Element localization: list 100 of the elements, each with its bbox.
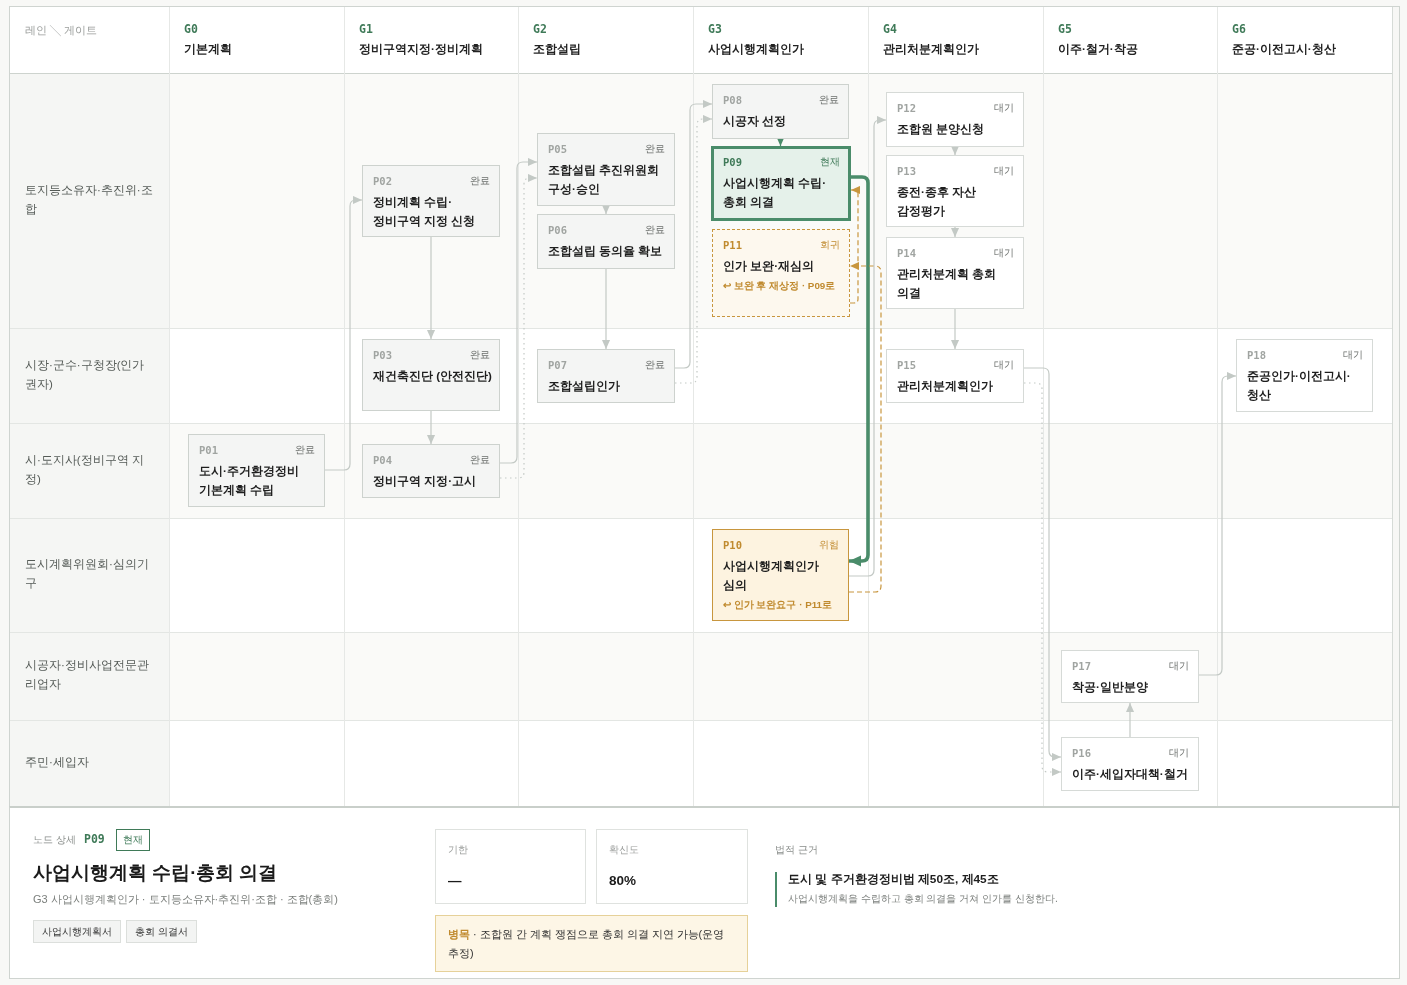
status-text: 완료 xyxy=(819,93,839,107)
arrow xyxy=(601,268,611,350)
document-tag: 사업시행계획서 xyxy=(33,920,121,943)
arrow xyxy=(776,137,785,147)
card-label: 기한 xyxy=(448,843,468,857)
step-title: 조합설립 동의율 확보 xyxy=(548,244,663,259)
detail-title: 사업시행계획 수립·총회 의결 xyxy=(33,861,278,885)
arrow xyxy=(849,175,870,567)
status-text: 대기 xyxy=(994,358,1014,372)
step-title: 종전·종후 자산 감정평가 xyxy=(897,185,978,219)
step-title: 시공자 선정 xyxy=(723,114,787,129)
arrow xyxy=(1198,371,1237,676)
status-text: 완료 xyxy=(645,358,665,372)
lane-label: 도시계획위원회·심의기구 xyxy=(25,557,150,591)
step-id: P13 xyxy=(897,164,916,179)
process-box xyxy=(537,214,675,269)
status-text: 대기 xyxy=(1343,348,1363,362)
step-title: 인가 보완·재심의 xyxy=(723,259,815,274)
gate-title: 이주·철거·착공 xyxy=(1058,42,1138,57)
status-text: 완료 xyxy=(470,348,490,362)
lane-label: 주민·세입자 xyxy=(25,755,90,770)
gate-title: 조합설립 xyxy=(533,42,581,57)
step-id: P05 xyxy=(548,142,567,157)
status-text: 대기 xyxy=(994,246,1014,260)
gate-code: G5 xyxy=(1058,21,1072,37)
arrow xyxy=(950,226,960,238)
process-box xyxy=(1061,737,1199,791)
step-id: P09 xyxy=(723,155,742,170)
process-box xyxy=(886,92,1024,147)
step-id: P03 xyxy=(373,348,392,363)
arrow xyxy=(601,205,611,215)
arrow xyxy=(950,146,960,156)
gate-code: G3 xyxy=(708,21,722,37)
step-id: P10 xyxy=(723,538,742,553)
step-title: 정비계획 수립·정비구역 지정 신청 xyxy=(373,195,477,229)
arrow xyxy=(950,308,960,350)
process-box xyxy=(712,84,849,139)
step-id: P17 xyxy=(1072,659,1091,674)
step-id: P15 xyxy=(897,358,916,373)
step-title: 조합원 분양신청 xyxy=(897,122,985,137)
arrow xyxy=(324,195,363,471)
arrow xyxy=(426,236,436,340)
status-text: 대기 xyxy=(994,164,1014,178)
lane-label: 시공자·정비사업전문관리업자 xyxy=(25,658,150,692)
step-title: 관리처분계획인가 xyxy=(897,379,993,394)
step-title: 이주·세입자대책·철거 xyxy=(1072,767,1188,782)
document-tag: 총회 의결서 xyxy=(126,920,197,943)
lane-label: 시장·군수·구청장(인가권자) xyxy=(25,358,146,392)
step-id: P01 xyxy=(199,443,218,458)
gate-code: G6 xyxy=(1232,21,1246,37)
status-text: 완료 xyxy=(295,443,315,457)
section-label: 법적 근거 xyxy=(775,843,818,857)
process-box xyxy=(537,349,675,403)
arrow xyxy=(1125,702,1135,738)
step-title: 사업시행계획인가 심의 xyxy=(723,559,820,593)
process-box xyxy=(886,155,1024,227)
process-box xyxy=(1236,339,1373,412)
process-box xyxy=(537,133,675,206)
gate-title: 기본계획 xyxy=(184,42,232,57)
process-box xyxy=(711,146,851,221)
card-value: — xyxy=(448,872,462,890)
status-text: 회귀 xyxy=(820,238,840,252)
card-value: 80% xyxy=(609,872,637,890)
step-note: ↩ 보완 후 재상정 · P09로 xyxy=(723,279,836,293)
step-title: 관리처분계획 총회 의결 xyxy=(897,267,998,301)
step-id: P08 xyxy=(723,93,742,108)
step-id: P16 xyxy=(1072,746,1091,761)
status-text: 대기 xyxy=(994,101,1014,115)
gate-code: G2 xyxy=(533,21,547,37)
status-text: 완료 xyxy=(470,174,490,188)
status-text: 대기 xyxy=(1169,659,1189,673)
step-id: P02 xyxy=(373,174,392,189)
arrow xyxy=(849,185,860,304)
step-title: 준공인가·이전고시·청산 xyxy=(1247,369,1352,403)
step-id: P18 xyxy=(1247,348,1266,363)
step-title: 착공·일반분양 xyxy=(1072,680,1148,695)
process-box xyxy=(886,237,1024,309)
step-id: P04 xyxy=(373,453,392,468)
gate-code: G0 xyxy=(184,21,198,37)
gate-title: 정비구역지정·정비계획 xyxy=(359,42,483,57)
header-label: 레인 ╲ 게이트 xyxy=(25,23,98,38)
step-title: 도시·주거환경정비 기본계획 수립 xyxy=(199,464,300,498)
detail-subtitle: G3 사업시행계획인가 · 토지등소유자·추진위·조합 · 조합(총회) xyxy=(33,892,338,907)
step-id: P11 xyxy=(723,238,742,253)
status-text: 현재 xyxy=(820,155,840,169)
status-badge: 현재 xyxy=(116,829,150,851)
process-box xyxy=(712,229,850,317)
gate-code: G1 xyxy=(359,21,373,37)
step-id: P07 xyxy=(548,358,567,373)
process-box xyxy=(712,529,849,621)
status-text: 완료 xyxy=(470,453,490,467)
process-box xyxy=(362,444,500,498)
step-id: P12 xyxy=(897,101,916,116)
step-id: P14 xyxy=(897,246,916,261)
process-box xyxy=(362,339,500,411)
process-box xyxy=(188,434,325,507)
node-id: P09 xyxy=(84,831,105,847)
section-label: 노드 상세 xyxy=(33,833,76,847)
status-text: 완료 xyxy=(645,223,665,237)
gate-title: 관리처분계획인가 xyxy=(883,42,979,57)
